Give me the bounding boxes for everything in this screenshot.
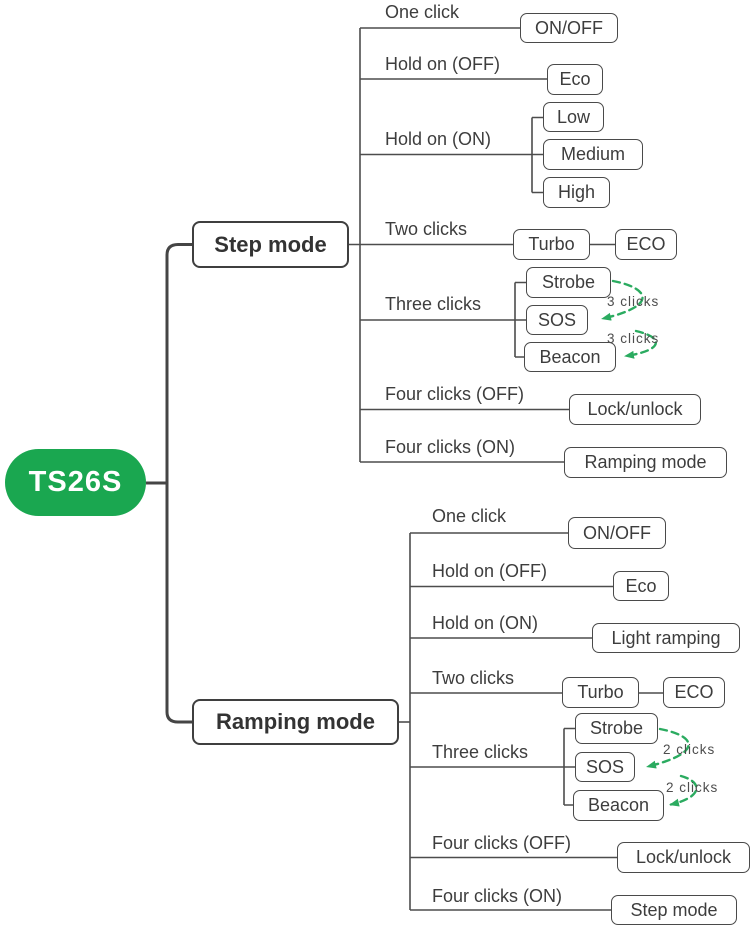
step-node-beacon: Beacon [524, 342, 616, 372]
ramping-annotation-2-clicks-1: 2 clicks [663, 742, 716, 757]
step-node-high: High [543, 177, 610, 208]
ramping-branch-three-clicks: Three clicks [432, 742, 529, 762]
step-node-eco-caps: ECO [615, 229, 677, 260]
step-branch-three-clicks: Three clicks [385, 294, 482, 314]
ramping-node-eco-caps: ECO [663, 677, 725, 708]
step-node-strobe: Strobe [526, 267, 611, 298]
ramping-branch-one-click: One click [432, 506, 507, 526]
ramping-node-strobe: Strobe [575, 713, 658, 744]
ramping-node-light-ramping: Light ramping [592, 623, 740, 653]
step-node-low: Low [543, 102, 604, 132]
ramping-node-turbo: Turbo [562, 677, 639, 708]
step-node-on-off: ON/OFF [520, 13, 618, 43]
ramping-branch-hold-on-off: Hold on (OFF) [432, 561, 548, 581]
step-node-sos: SOS [526, 305, 588, 335]
ramping-annotation-2-clicks-2: 2 clicks [666, 780, 719, 795]
step-node-eco: Eco [547, 64, 603, 95]
step-node-switch-to-ramping: Ramping mode [564, 447, 727, 478]
step-node-turbo: Turbo [513, 229, 590, 260]
ramping-branch-hold-on-on: Hold on (ON) [432, 613, 539, 633]
step-branch-four-clicks-off: Four clicks (OFF) [385, 384, 524, 404]
ramping-node-sos: SOS [575, 752, 635, 782]
ramping-node-beacon: Beacon [573, 790, 664, 821]
ramping-node-on-off: ON/OFF [568, 517, 666, 549]
step-branch-four-clicks-on: Four clicks (ON) [385, 437, 515, 457]
ramping-branch-four-clicks-on: Four clicks (ON) [432, 886, 562, 906]
step-branch-one-click: One click [385, 2, 460, 22]
step-annotation-3-clicks-2: 3 clicks [607, 331, 660, 346]
ramping-branch-four-clicks-off: Four clicks (OFF) [432, 833, 571, 853]
step-branch-hold-on-off: Hold on (OFF) [385, 54, 501, 74]
ramping-node-lock-unlock: Lock/unlock [617, 842, 750, 873]
ramping-node-switch-to-step: Step mode [611, 895, 737, 925]
step-mode-node: Step mode [192, 221, 349, 268]
ramping-branch-two-clicks: Two clicks [432, 668, 515, 688]
step-node-medium: Medium [543, 139, 643, 170]
ramping-mode-node: Ramping mode [192, 699, 399, 745]
ramping-node-eco: Eco [613, 571, 669, 601]
step-branch-two-clicks: Two clicks [385, 219, 468, 239]
step-branch-hold-on-on: Hold on (ON) [385, 129, 492, 149]
step-annotation-3-clicks-1: 3 clicks [607, 294, 660, 309]
step-node-lock-unlock: Lock/unlock [569, 394, 701, 425]
root-node-ts26s: TS26S [5, 449, 146, 516]
